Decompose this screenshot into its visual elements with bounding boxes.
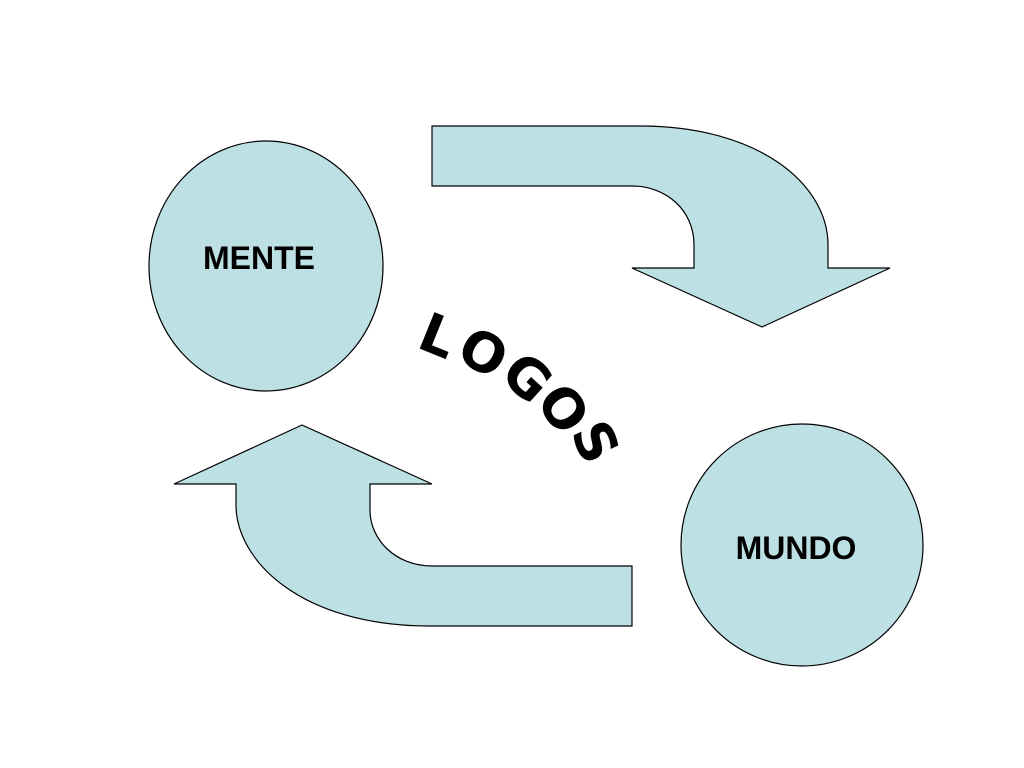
mente-node — [148, 140, 384, 392]
arrow-mundo-to-mente — [173, 424, 633, 627]
logos-word: L O G O S — [410, 300, 632, 473]
mundo-label: MUNDO — [736, 530, 857, 566]
arrow-mente-to-mundo — [431, 125, 891, 328]
mundo-node — [680, 423, 924, 667]
mente-label: MENTE — [203, 240, 315, 276]
